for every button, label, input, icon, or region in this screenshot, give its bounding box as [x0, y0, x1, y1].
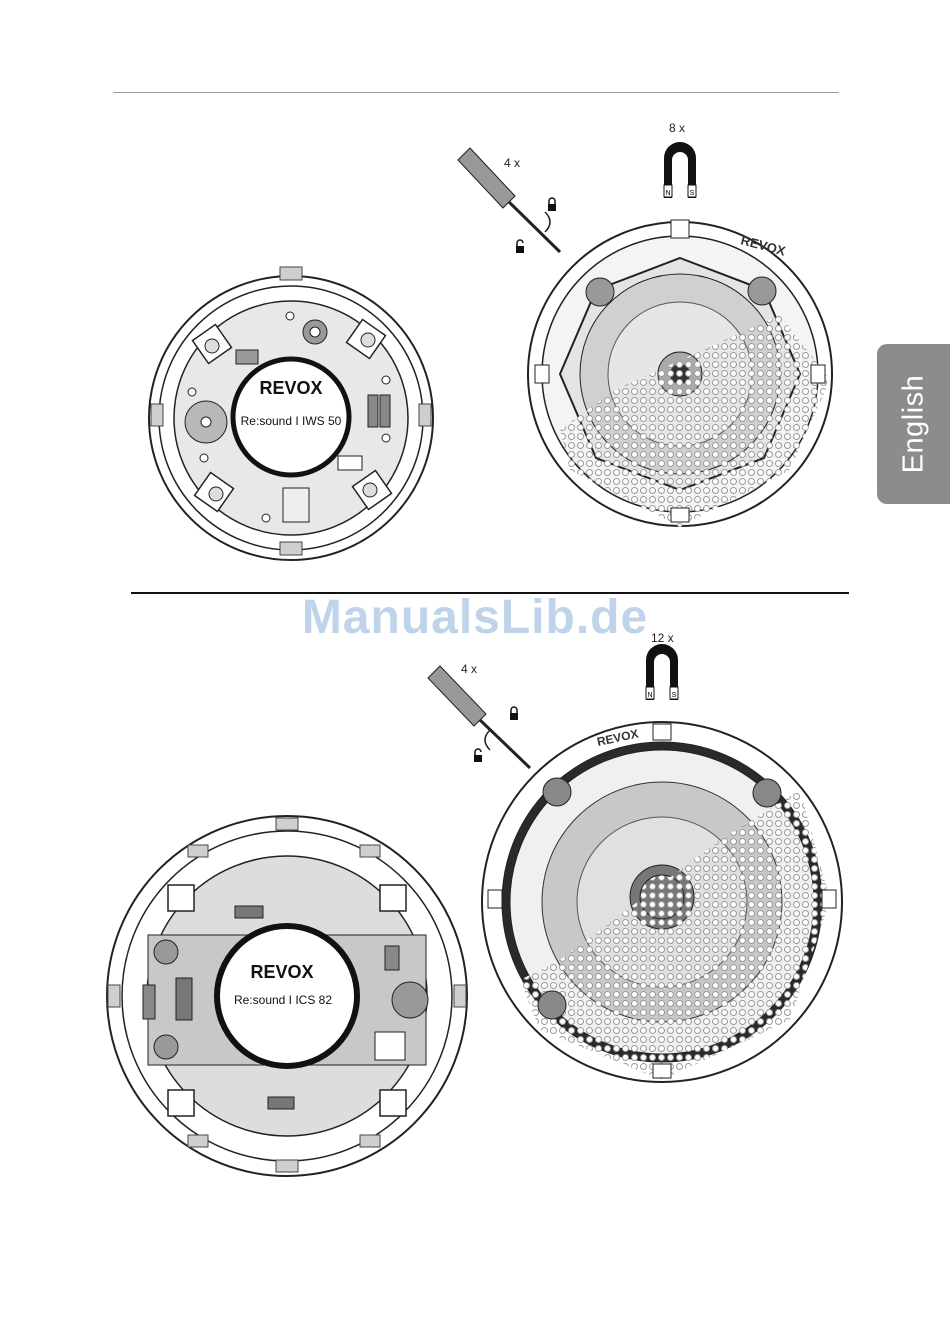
watermark: ManualsLib.de: [0, 590, 950, 645]
magnet-count-1: 8 x: [669, 121, 685, 135]
magnet-south-label: S: [672, 692, 677, 699]
magnet-north-label: N: [665, 190, 670, 197]
screw-count-1: 4 x: [504, 156, 520, 170]
screw-count-2: 4 x: [461, 662, 477, 676]
ics82-model-label: Re:sound I ICS 82: [234, 993, 332, 1007]
iws50-front-view: [528, 220, 832, 527]
magnet-north-label: N: [647, 692, 652, 699]
iws50-brand: REVOX: [259, 378, 322, 398]
lock-icon: [548, 198, 556, 211]
lock-icon: [510, 707, 518, 720]
unlock-icon: [516, 240, 524, 253]
ics82-brand: REVOX: [250, 962, 313, 982]
iws50-model-label: Re:sound I IWS 50: [241, 414, 342, 428]
ics82-front-view: [482, 722, 842, 1082]
unlock-icon: [474, 749, 482, 762]
magnet-south-label: S: [690, 190, 695, 197]
